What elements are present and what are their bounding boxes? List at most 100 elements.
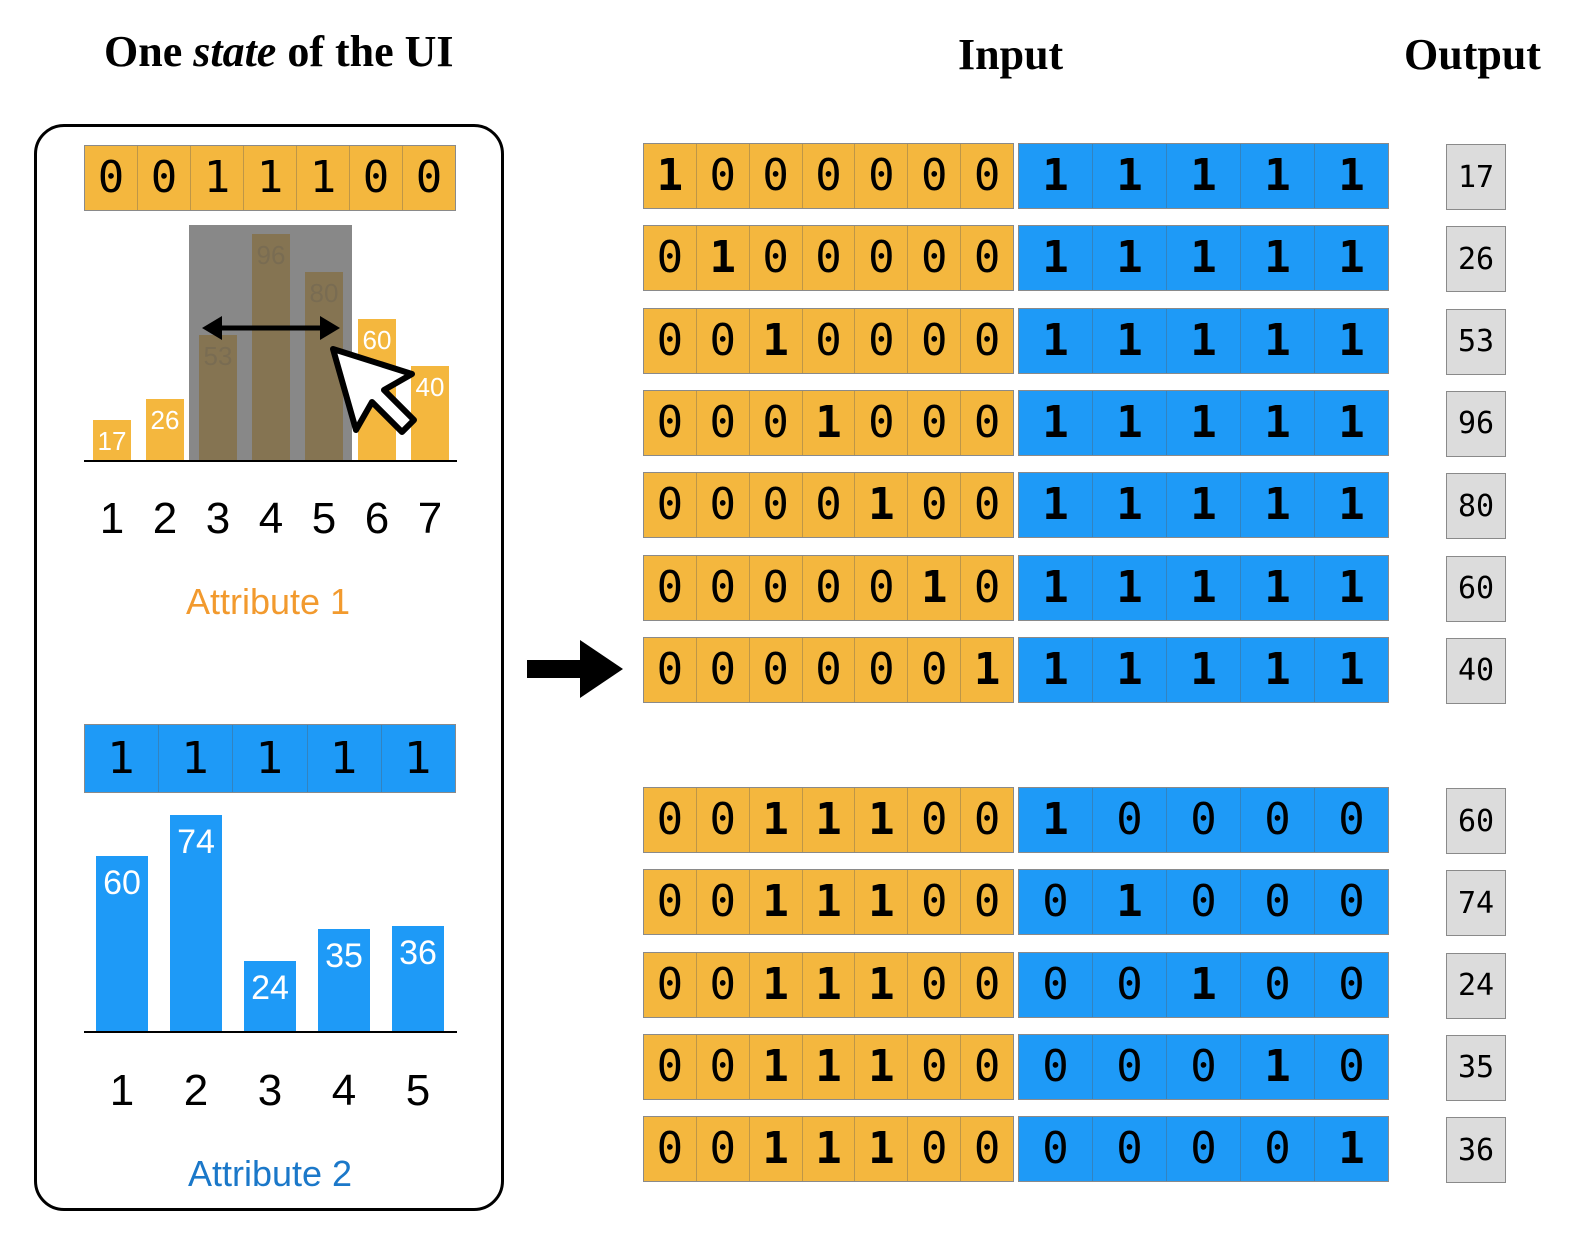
encoding-bit: 0 <box>350 146 403 210</box>
output-value: 17 <box>1446 144 1506 210</box>
encoding-bit: 0 <box>908 870 962 935</box>
encoding-bit: 0 <box>973 561 1001 613</box>
attribute1-bar-value: 40 <box>415 371 445 402</box>
encoding-bit: 0 <box>697 390 750 455</box>
encoding-bit: 1 <box>1167 637 1241 702</box>
encoding-bit: 0 <box>973 150 1001 201</box>
encoding-bit: 0 <box>1338 1040 1365 1092</box>
encoding-bit: 1 <box>1019 637 1093 702</box>
encoding-bit: 0 <box>415 152 443 203</box>
encoding-bit: 1 <box>803 952 856 1017</box>
encoding-bit: 1 <box>697 226 750 291</box>
encoding-bit: 0 <box>1241 870 1315 935</box>
attribute2-bar-value: 35 <box>325 936 363 975</box>
encoding-bit: 0 <box>908 637 962 702</box>
encoding-bit: 1 <box>404 732 433 784</box>
encoding-bit: 1 <box>1338 643 1365 695</box>
encoding-bit: 0 <box>697 473 750 538</box>
encoding-bit: 1 <box>1167 555 1241 620</box>
selection-brush[interactable] <box>189 225 352 461</box>
output-value: 96 <box>1446 390 1506 457</box>
attribute2-tick: 3 <box>257 1066 283 1115</box>
encoding-bit: 1 <box>855 788 909 852</box>
output-value: 35 <box>1446 1034 1506 1101</box>
encoding-bit: 0 <box>644 555 697 620</box>
encoding-bit: 1 <box>1167 226 1241 291</box>
encoding-bit: 0 <box>973 314 1001 366</box>
encoding-bit: 0 <box>697 870 750 935</box>
encoding-bit: 0 <box>855 308 909 373</box>
encoding-bit: 0 <box>855 226 909 291</box>
encoding-bit: 0 <box>855 555 909 620</box>
encoding-bit: 0 <box>750 555 803 620</box>
output-value: 60 <box>1446 555 1506 622</box>
encoding-bit: 1 <box>750 870 803 935</box>
encoding-bit: 0 <box>644 1034 697 1099</box>
ui-state-panel <box>34 124 504 1211</box>
encoding-bit: 1 <box>1338 561 1365 613</box>
encoding-bit: 0 <box>697 1117 750 1182</box>
attribute1-tick: 4 <box>258 494 284 543</box>
encoding-bit: 1 <box>855 952 909 1017</box>
encoding-bit: 0 <box>973 479 1001 531</box>
encoding-bit: 0 <box>973 794 1001 845</box>
encoding-bit: 1 <box>803 1117 856 1182</box>
encoding-bit: 0 <box>855 144 909 208</box>
encoding-bit: 1 <box>1093 308 1167 373</box>
encoding-bit: 0 <box>1167 788 1241 852</box>
output-value: 40 <box>1446 637 1506 704</box>
encoding-bit: 1 <box>297 146 350 210</box>
encoding-bit: 0 <box>908 390 962 455</box>
encoding-bit: 0 <box>908 308 962 373</box>
title-prefix: One <box>104 27 194 76</box>
encoding-bit: 1 <box>85 725 160 792</box>
attribute1-tick: 7 <box>417 494 443 543</box>
encoding-bit: 1 <box>803 1034 856 1099</box>
encoding-bit: 1 <box>1167 308 1241 373</box>
encoding-bit: 1 <box>1241 308 1315 373</box>
encoding-bit: 1 <box>750 308 803 373</box>
output-value: 80 <box>1446 473 1506 540</box>
attribute2-bar: 36 <box>392 925 444 1031</box>
encoding-bit: 1 <box>1167 473 1241 538</box>
encoding-bit: 1 <box>1019 390 1093 455</box>
encoding-bit: 1 <box>1019 308 1093 373</box>
encoding-bit: 0 <box>750 144 803 208</box>
encoding-bit: 0 <box>803 555 856 620</box>
encoding-bit: 1 <box>1019 555 1093 620</box>
encoding-bit: 1 <box>803 788 856 852</box>
encoding-bit: 0 <box>1093 788 1167 852</box>
output-value: 74 <box>1446 870 1506 937</box>
encoding-bit: 0 <box>973 958 1001 1010</box>
encoding-bit: 1 <box>244 146 297 210</box>
encoding-bit: 0 <box>803 226 856 291</box>
encoding-bit: 1 <box>1241 637 1315 702</box>
encoding-bit: 0 <box>1019 1117 1093 1182</box>
attribute2-bar-value: 60 <box>103 863 141 902</box>
encoding-bit: 1 <box>908 555 962 620</box>
output-value: 36 <box>1446 1117 1506 1184</box>
encoding-bit: 0 <box>1019 870 1093 935</box>
attribute2-bar-value: 36 <box>399 933 437 972</box>
attribute2-axis <box>84 1031 457 1033</box>
encoding-bit: 0 <box>973 396 1001 448</box>
encoding-bit: 1 <box>1019 144 1093 208</box>
encoding-bit: 1 <box>1093 637 1167 702</box>
encoding-bit: 0 <box>750 473 803 538</box>
encoding-bit: 1 <box>1241 555 1315 620</box>
encoding-bit: 0 <box>644 952 697 1017</box>
attribute1-bar-value: 26 <box>150 404 180 435</box>
attribute2-bar-value: 24 <box>251 968 289 1007</box>
